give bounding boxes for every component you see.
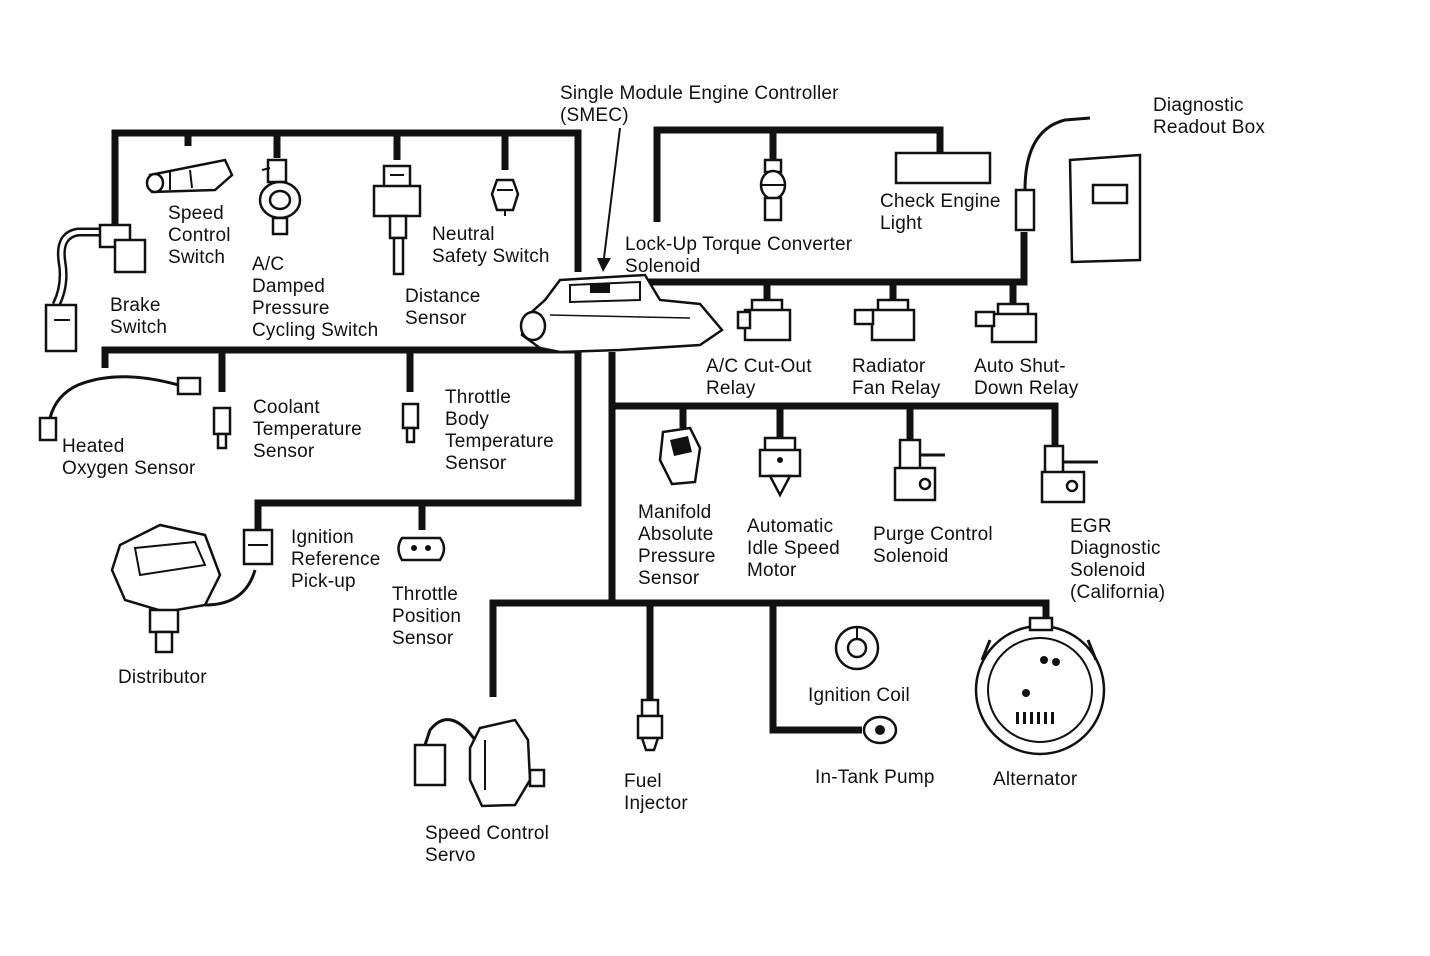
neutral-safety-switch-icon [490, 178, 520, 216]
brake-switch-icon [44, 223, 147, 353]
radiator-fan-relay-label: Radiator Fan Relay [852, 356, 941, 399]
in-tank-pump-icon [862, 715, 898, 745]
egr-solenoid-icon [1040, 444, 1098, 504]
in-tank-pump-label: In-Tank Pump [815, 767, 935, 788]
smec-label: Single Module Engine Controller (SMEC) [560, 83, 839, 126]
speed-control-servo-label: Speed Control Servo [425, 823, 550, 866]
ignition-coil-label: Ignition Coil [808, 685, 910, 706]
distributor-label: Distributor [118, 667, 207, 688]
distance-sensor-label: Distance Sensor [405, 286, 481, 329]
ignition-reference-pickup-label: Ignition Reference Pick-up [291, 527, 381, 592]
map-sensor-icon [658, 426, 702, 486]
map-sensor-label: Manifold Absolute Pressure Sensor [638, 502, 716, 589]
throttle-body-temperature-sensor-label: Throttle Body Temperature Sensor [445, 387, 554, 474]
lockup-solenoid-icon [759, 158, 787, 222]
coolant-temperature-sensor-label: Coolant Temperature Sensor [253, 397, 362, 462]
wiring-harness [101, 126, 1059, 734]
distributor-icon [110, 523, 257, 654]
throttle-position-sensor-label: Throttle Position Sensor [392, 584, 462, 649]
purge-control-solenoid-label: Purge Control Solenoid [873, 524, 993, 567]
ac-cutout-relay-icon [736, 298, 792, 342]
check-engine-light-icon [894, 151, 992, 185]
throttle-body-temp-sensor-icon [401, 402, 420, 444]
ignition-pickup-icon [242, 528, 274, 566]
check-engine-light-label: Check Engine Light [880, 191, 1001, 234]
heated-oxygen-sensor-label: Heated Oxygen Sensor [62, 436, 196, 479]
speed-control-switch-label: Speed Control Switch [168, 203, 231, 268]
fuel-injector-label: Fuel Injector [624, 771, 688, 814]
auto-shutdown-relay-label: Auto Shut- Down Relay [974, 356, 1079, 399]
smec-module [519, 273, 724, 354]
heated-oxygen-sensor-icon [38, 375, 202, 442]
neutral-safety-switch-label: Neutral Safety Switch [432, 224, 550, 267]
speed-control-switch-icon [145, 158, 234, 194]
coolant-temp-sensor-icon [212, 406, 232, 450]
speed-control-servo-icon [413, 718, 546, 808]
fuel-injector-icon [636, 698, 664, 752]
idle-speed-motor-label: Automatic Idle Speed Motor [747, 516, 840, 581]
lockup-torque-converter-label: Lock-Up Torque Converter Solenoid [625, 234, 853, 277]
brake-switch-label: Brake Switch [110, 295, 168, 338]
alternator-icon [974, 616, 1106, 756]
purge-solenoid-icon [893, 438, 945, 502]
ac-cutout-relay-label: A/C Cut-Out Relay [706, 356, 812, 399]
diagnostic-readout-box-icon [1014, 116, 1142, 264]
distance-sensor-icon [372, 164, 422, 276]
throttle-position-sensor-icon [397, 536, 446, 562]
egr-diagnostic-solenoid-label: EGR Diagnostic Solenoid (California) [1070, 516, 1166, 603]
auto-shutdown-relay-icon [974, 302, 1038, 344]
idle-speed-motor-icon [758, 436, 802, 498]
diagnostic-readout-box-label: Diagnostic Readout Box [1153, 95, 1266, 138]
ac-pressure-switch-icon [258, 158, 302, 236]
ignition-coil-icon [834, 625, 880, 671]
radiator-fan-relay-icon [853, 298, 916, 342]
smec-pointer-arrow [597, 127, 621, 272]
ac-damped-pressure-label: A/C Damped Pressure Cycling Switch [252, 254, 379, 341]
alternator-label: Alternator [993, 769, 1078, 790]
